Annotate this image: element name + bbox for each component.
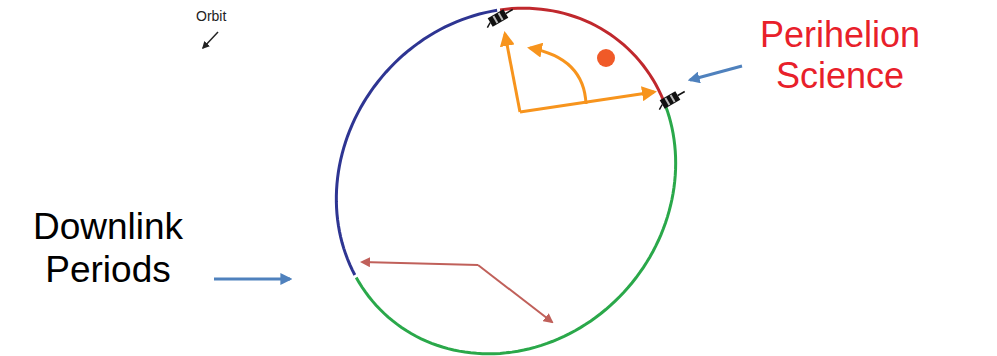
orbit-segment <box>336 10 497 275</box>
orbit-ellipse <box>336 8 675 354</box>
direction-arrow <box>203 32 218 48</box>
orbit-label: Orbit <box>196 8 256 24</box>
angle-arrow <box>505 34 520 112</box>
sweep-arrow <box>530 48 586 104</box>
orbit-segment <box>356 100 675 354</box>
pointer-arrow <box>214 278 290 281</box>
downlink-arrow <box>362 262 478 265</box>
sun-dot <box>597 49 615 67</box>
downlink-arrow <box>478 265 552 322</box>
pointer-arrow <box>690 66 742 80</box>
perihelion-label: Perihelion Science <box>715 14 965 97</box>
spacecraft-icon <box>483 5 515 29</box>
downlink-label: Downlink Periods <box>8 206 208 291</box>
spacecraft-icon <box>655 87 687 111</box>
